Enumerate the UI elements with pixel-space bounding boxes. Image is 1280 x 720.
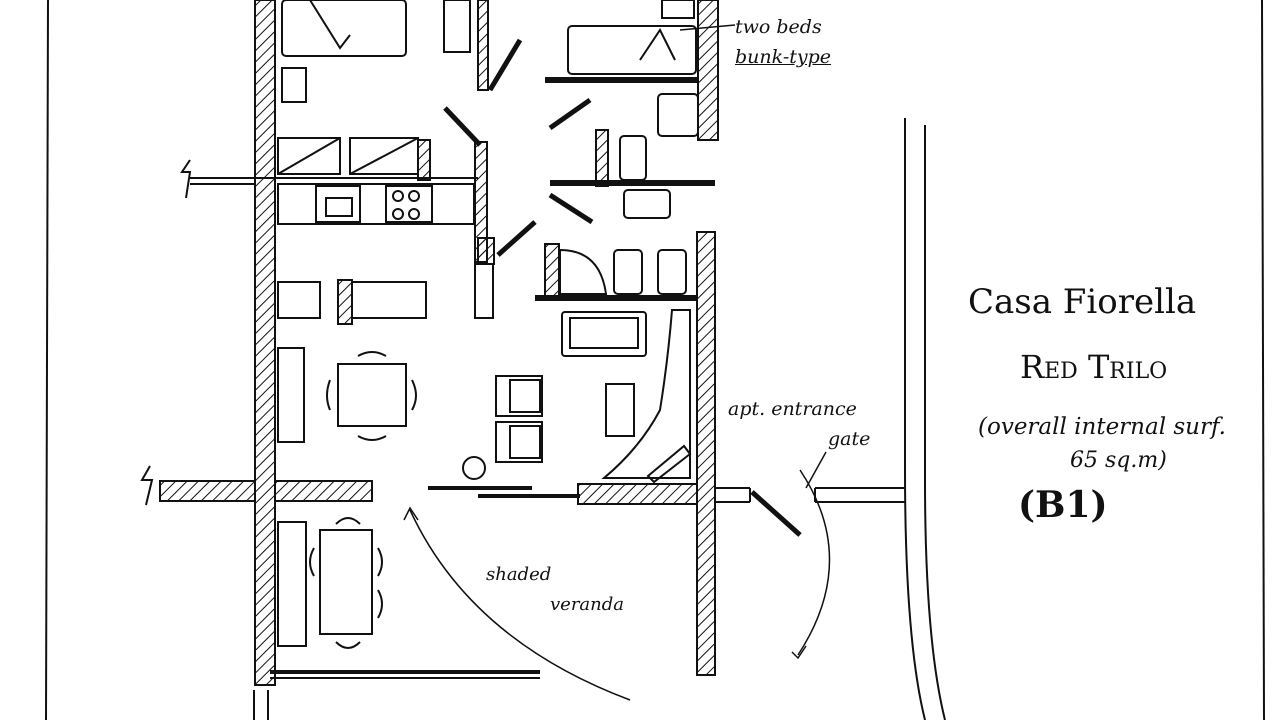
entrance-arrow <box>797 469 831 656</box>
stove <box>385 185 433 223</box>
furniture <box>277 0 699 649</box>
surface-line2: 65 sq.m) <box>1070 448 1167 473</box>
bunk-bed <box>567 25 697 75</box>
veranda-table <box>319 529 373 635</box>
toilet <box>613 249 643 295</box>
sofa <box>561 311 647 357</box>
plant <box>462 456 486 480</box>
structure-lines <box>140 38 802 720</box>
beds-label-line2: bunk-type <box>735 46 832 68</box>
road-edge <box>904 118 926 720</box>
unit-name: Red Trilo <box>1020 348 1168 386</box>
surface-line1: (overall internal surf. <box>978 414 1226 440</box>
kitchen-counter <box>277 183 475 225</box>
dining-table <box>337 363 407 427</box>
armchair <box>495 375 543 417</box>
veranda-bench <box>277 521 307 647</box>
gate-post <box>814 487 905 503</box>
bench <box>277 347 305 443</box>
sink <box>315 185 361 223</box>
washbasin <box>623 189 671 219</box>
veranda-arrow <box>409 509 631 701</box>
veranda-label-line2: veranda <box>550 594 625 615</box>
arrows <box>403 24 831 701</box>
property-name: Casa Fiorella <box>968 282 1197 322</box>
washbasin <box>657 93 699 137</box>
entrance-label-line2: gate <box>828 428 871 450</box>
veranda-label-line1: shaded <box>486 564 552 585</box>
nightstand <box>281 67 307 103</box>
road-edge <box>924 125 946 720</box>
walls <box>159 0 719 686</box>
wardrobe <box>443 0 471 53</box>
cabinet <box>277 137 341 175</box>
cabinet <box>349 137 419 175</box>
page-border-left <box>45 0 49 720</box>
double-bed <box>281 0 407 57</box>
beds-label-line1: two beds <box>735 16 822 38</box>
stair <box>601 309 691 479</box>
page-border-right <box>1261 0 1265 720</box>
counter <box>351 281 427 319</box>
fridge <box>277 281 321 319</box>
armchair <box>495 421 543 463</box>
coffee-table <box>605 383 635 437</box>
bidet <box>657 249 687 295</box>
unit-code: (B1) <box>1018 484 1108 526</box>
entrance-label-line1: apt. entrance <box>728 398 857 420</box>
toilet <box>619 135 647 181</box>
shower <box>559 248 608 295</box>
